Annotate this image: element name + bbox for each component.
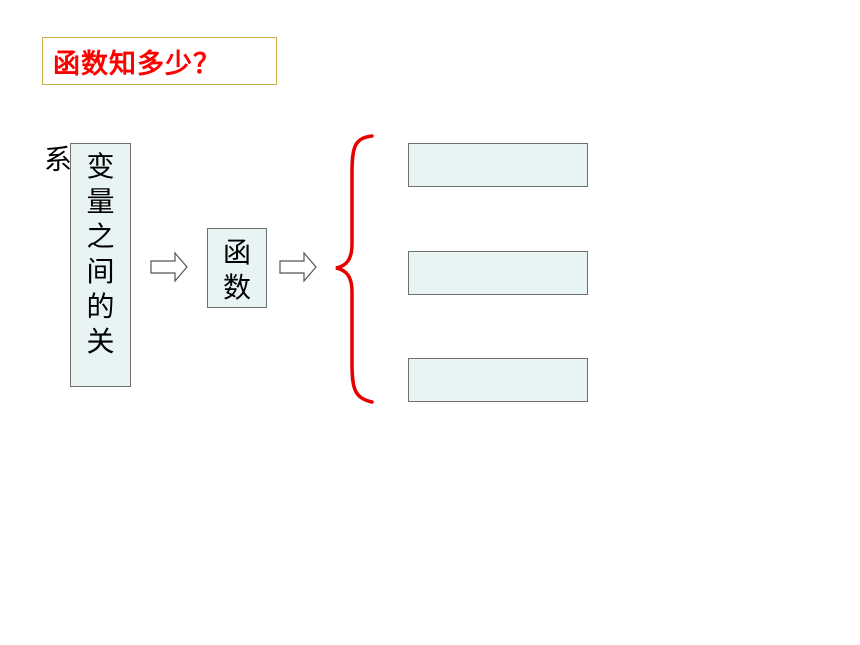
variables-char: 间 (86, 255, 115, 288)
variables-char: 量 (86, 185, 115, 218)
title-text: 函数知多少？ (53, 48, 221, 80)
variables-relation-box: 变 量 之 间 的 关 (70, 143, 131, 387)
variables-char: 的 (86, 290, 115, 323)
output-box-2 (408, 251, 588, 295)
curly-brace-left-icon (335, 134, 374, 404)
variables-relation-text: 变 量 之 间 的 关 (71, 149, 130, 359)
function-char: 数 (222, 271, 251, 304)
block-arrow-right-icon (279, 251, 317, 283)
output-box-1 (408, 143, 588, 187)
output-box-3 (408, 358, 588, 402)
variables-char: 关 (86, 325, 115, 358)
block-arrow-right-icon (150, 251, 188, 283)
function-box: 函 数 (207, 228, 267, 308)
function-char: 函 (222, 236, 251, 269)
title-box: 函数知多少？ (42, 37, 277, 85)
overflow-char: 系 (44, 143, 73, 176)
variables-char: 之 (86, 220, 115, 253)
variables-char: 变 (86, 150, 115, 183)
function-text: 函 数 (208, 235, 266, 305)
